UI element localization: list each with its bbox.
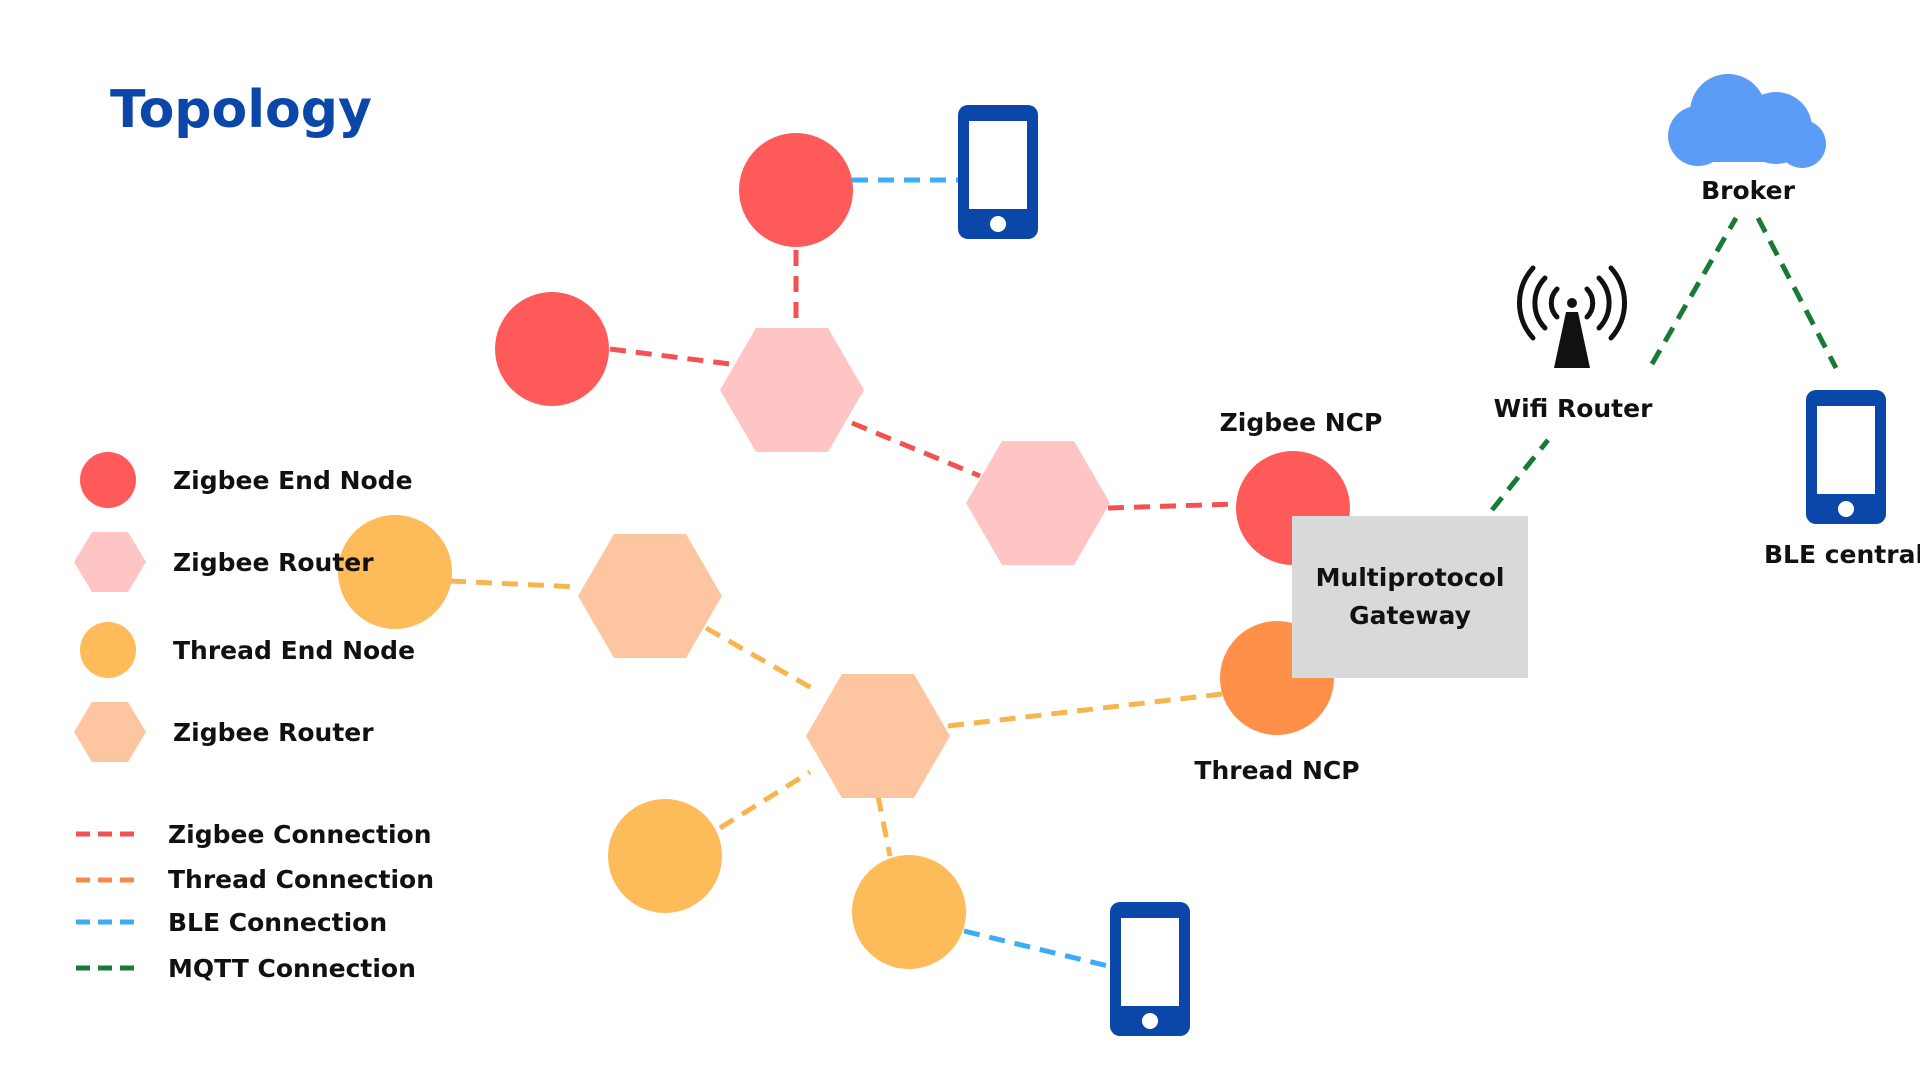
broker-label: Broker — [1701, 176, 1795, 205]
gateway-label-line2: Gateway — [1349, 601, 1471, 630]
zigbee-link — [1107, 501, 1237, 511]
zigbee-router — [966, 441, 1110, 565]
phone-icon — [1110, 902, 1190, 1036]
wifi-router-label: Wifi Router — [1493, 394, 1653, 423]
legend-label-zigbee-connection: Zigbee Connection — [168, 820, 432, 849]
legend-zigbee-router-swatch — [74, 532, 146, 592]
thread-link — [947, 691, 1223, 729]
thread-router — [578, 534, 722, 658]
zigbee-end-node — [495, 292, 609, 406]
legend-label-thread-connection: Thread Connection — [168, 865, 434, 894]
mqtt-link — [1649, 216, 1739, 366]
legend-label-thread-router: Zigbee Router — [173, 718, 374, 747]
legend-label-zigbee-end-node: Zigbee End Node — [173, 466, 413, 495]
zigbee-connections — [609, 250, 1237, 511]
mqtt-link — [1490, 438, 1550, 512]
cloud-icon — [1668, 74, 1826, 168]
legend-zigbee-end-node-swatch — [80, 452, 136, 508]
ble-connections — [852, 177, 1109, 969]
legend-label-thread-end-node: Thread End Node — [173, 636, 416, 665]
gateway-label-line1: Multiprotocol — [1315, 563, 1505, 592]
mqtt-link — [1755, 216, 1839, 370]
thread-connections — [449, 578, 1223, 857]
legend-label-zigbee-router: Zigbee Router — [173, 548, 374, 577]
phone-icon — [1806, 390, 1886, 524]
zigbee-link — [851, 420, 981, 479]
wifi-antenna-icon — [1517, 265, 1627, 368]
legend-label-ble-connection: BLE Connection — [168, 908, 388, 937]
legend-thread-end-node-swatch — [80, 622, 136, 678]
mqtt-connections — [1490, 216, 1839, 512]
legend-label-mqtt-connection: MQTT Connection — [168, 954, 416, 983]
zigbee-ncp-label: Zigbee NCP — [1219, 408, 1383, 437]
legend-thread-router-swatch — [74, 702, 146, 762]
thread-end-node — [338, 515, 452, 629]
zigbee-router — [720, 328, 864, 452]
thread-ncp-label: Thread NCP — [1194, 756, 1360, 785]
thread-link — [875, 795, 893, 857]
phone-icon — [958, 105, 1038, 239]
page-title: Topology — [110, 80, 372, 140]
ble-link — [963, 928, 1109, 969]
ble-central-label: BLE central — [1763, 540, 1920, 569]
thread-end-node — [852, 855, 966, 969]
multiprotocol-gateway: Multiprotocol Gateway — [1292, 516, 1528, 678]
zigbee-link — [609, 346, 739, 368]
thread-router — [806, 674, 950, 798]
zigbee-end-node — [739, 133, 853, 247]
thread-link — [718, 769, 812, 831]
legend-symbols — [74, 452, 146, 971]
thread-link — [704, 625, 817, 693]
thread-link — [449, 578, 579, 590]
thread-end-node — [608, 799, 722, 913]
